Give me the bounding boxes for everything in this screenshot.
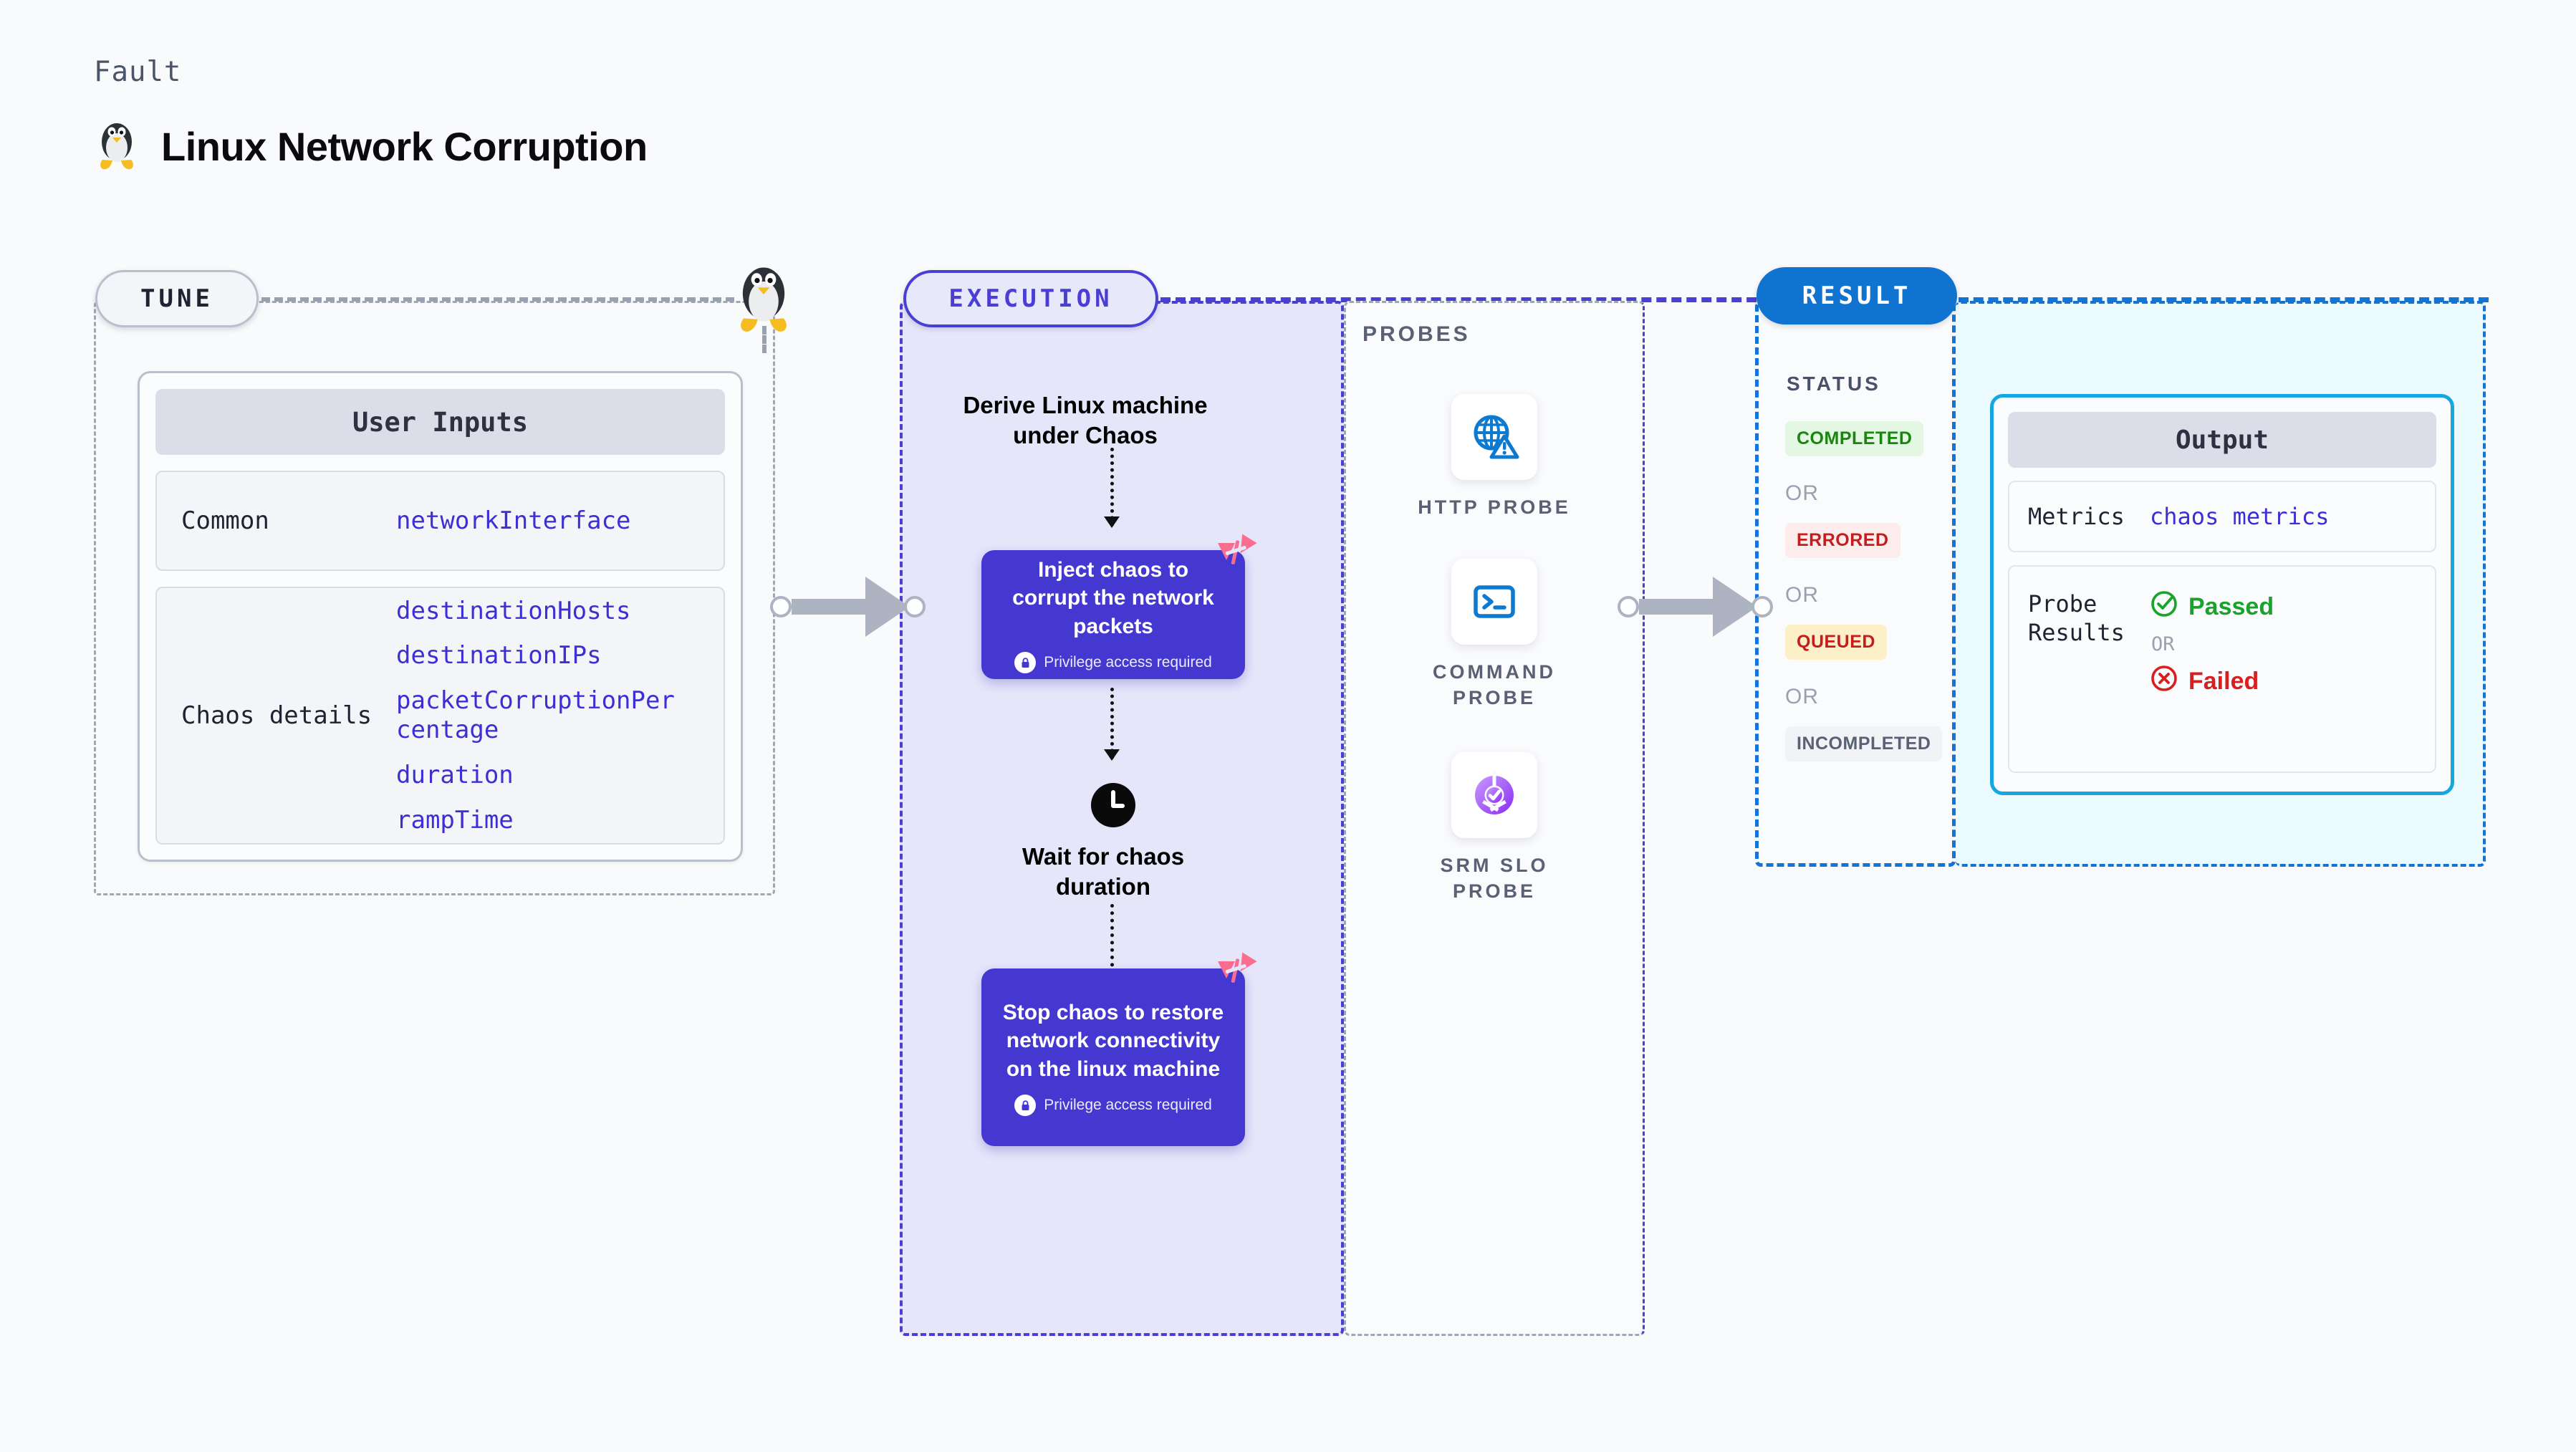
connector-shaft [792,599,867,615]
probe-result-failed-label: Failed [2188,668,2259,695]
input-value[interactable]: rampTime [396,805,514,835]
tune-connector-stem [762,326,766,353]
status-badge-completed: COMPLETED [1785,421,1924,456]
user-inputs-card-title: User Inputs [155,389,725,455]
status-or-1: OR [1785,481,1819,505]
output-card-title: Output [2008,412,2436,468]
input-value[interactable]: packetCorruptionPercentage [396,686,675,744]
privilege-note: Privilege access required [1014,1095,1212,1117]
arrow-tune-to-execution [770,577,926,637]
status-label: STATUS [1787,372,1881,395]
connector-dot [770,596,792,617]
probe-item-http[interactable]: HTTP PROBE [1401,394,1587,520]
page-kicker: Fault [94,56,182,88]
probe-result-passed: Passed [2150,590,2274,625]
privilege-text: Privilege access required [1044,1097,1212,1114]
connector-dot [1618,596,1639,617]
probe-caption: SRM SLO PROBE [1440,855,1549,903]
tune-linux-penguin-icon [729,264,798,335]
input-value[interactable]: destinationHosts [396,596,631,625]
table-row: Common networkInterface [155,471,725,571]
chaos-step-label: Stop chaos to restore network connectivi… [1002,1000,1224,1081]
connector-arrowhead [865,577,910,637]
terminal-prompt-icon [1451,559,1537,645]
output-card: Output Metrics chaos metrics Probe Resul… [1990,394,2454,795]
clock-icon [1091,783,1135,827]
output-key: Metrics [2028,503,2125,530]
flow-arrow-1 [1104,448,1120,528]
input-group-values: networkInterface [396,506,631,536]
output-value-metrics[interactable]: chaos metrics [2150,503,2330,530]
check-circle-icon [2150,590,2178,625]
status-badge-incompleted: INCOMPLETED [1785,726,1943,761]
table-row: Chaos details destinationHosts destinati… [155,587,725,845]
page-title: Linux Network Corruption [161,123,648,169]
slo-donut-check-icon [1451,752,1537,838]
probe-result-or: OR [2151,633,2175,655]
status-or-2: OR [1785,583,1819,607]
status-badge-queued: QUEUED [1785,625,1887,660]
probe-caption: HTTP PROBE [1418,496,1571,518]
probe-result-failed: Failed [2150,664,2274,699]
output-row-metrics: Metrics chaos metrics [2008,481,2436,552]
lock-icon [1014,1095,1037,1117]
tune-section-pill[interactable]: TUNE [95,270,259,327]
input-group-key: Chaos details [181,701,373,730]
user-inputs-card: User Inputs Common networkInterface Chao… [138,371,743,862]
result-connector-line [1959,297,2489,302]
connector-dot [904,596,926,617]
globe-warning-icon [1451,394,1537,480]
x-circle-icon [2150,664,2178,699]
probe-item-srm-slo[interactable]: SRM SLO PROBE [1401,752,1587,905]
privilege-note: Privilege access required [1014,652,1212,674]
lock-icon [1014,652,1037,674]
chaos-step-label: Inject chaos to corrupt the network pack… [1012,557,1214,638]
output-key: Probe Results [2028,590,2125,646]
flow-step-stop-chaos[interactable]: Stop chaos to restore network connectivi… [981,952,1257,1146]
input-value[interactable]: duration [396,760,514,789]
flow-arrow-2 [1104,688,1120,761]
input-group-values: destinationHosts destinationIPs packetCo… [396,597,683,835]
result-section-pill[interactable]: RESULT [1756,267,1957,324]
connector-shaft [1639,599,1714,615]
flow-step-wait: Wait for chaos duration [1022,843,1185,900]
tune-connector-line [261,297,734,302]
probe-result-values: Passed OR Failed [2150,590,2274,699]
flow-step-derive: Derive Linux machine under Chaos [963,392,1208,449]
output-row-probe-results: Probe Results Passed OR [2008,565,2436,773]
harness-logo-icon [1213,533,1258,577]
execution-connector-line [1160,297,1877,302]
probe-caption: COMMAND PROBE [1433,661,1556,709]
input-value[interactable]: networkInterface [396,506,631,535]
status-or-3: OR [1785,685,1819,708]
probe-item-command[interactable]: COMMAND PROBE [1401,559,1587,711]
flow-step-inject-chaos[interactable]: Inject chaos to corrupt the network pack… [981,534,1257,679]
status-badge-errored: ERRORED [1785,523,1900,558]
connector-dot [1751,596,1773,617]
probes-section-label: PROBES [1363,322,1471,346]
input-group-key: Common [181,506,269,535]
connector-arrowhead [1713,577,1757,637]
input-value[interactable]: destinationIPs [396,641,602,670]
execution-section-pill[interactable]: EXECUTION [903,270,1158,327]
page-title-row: Linux Network Corruption [94,120,648,172]
harness-logo-icon [1213,951,1258,996]
arrow-probes-to-result [1618,577,1773,637]
privilege-text: Privilege access required [1044,654,1212,671]
probe-result-passed-label: Passed [2188,593,2274,620]
linux-penguin-icon [94,120,140,172]
